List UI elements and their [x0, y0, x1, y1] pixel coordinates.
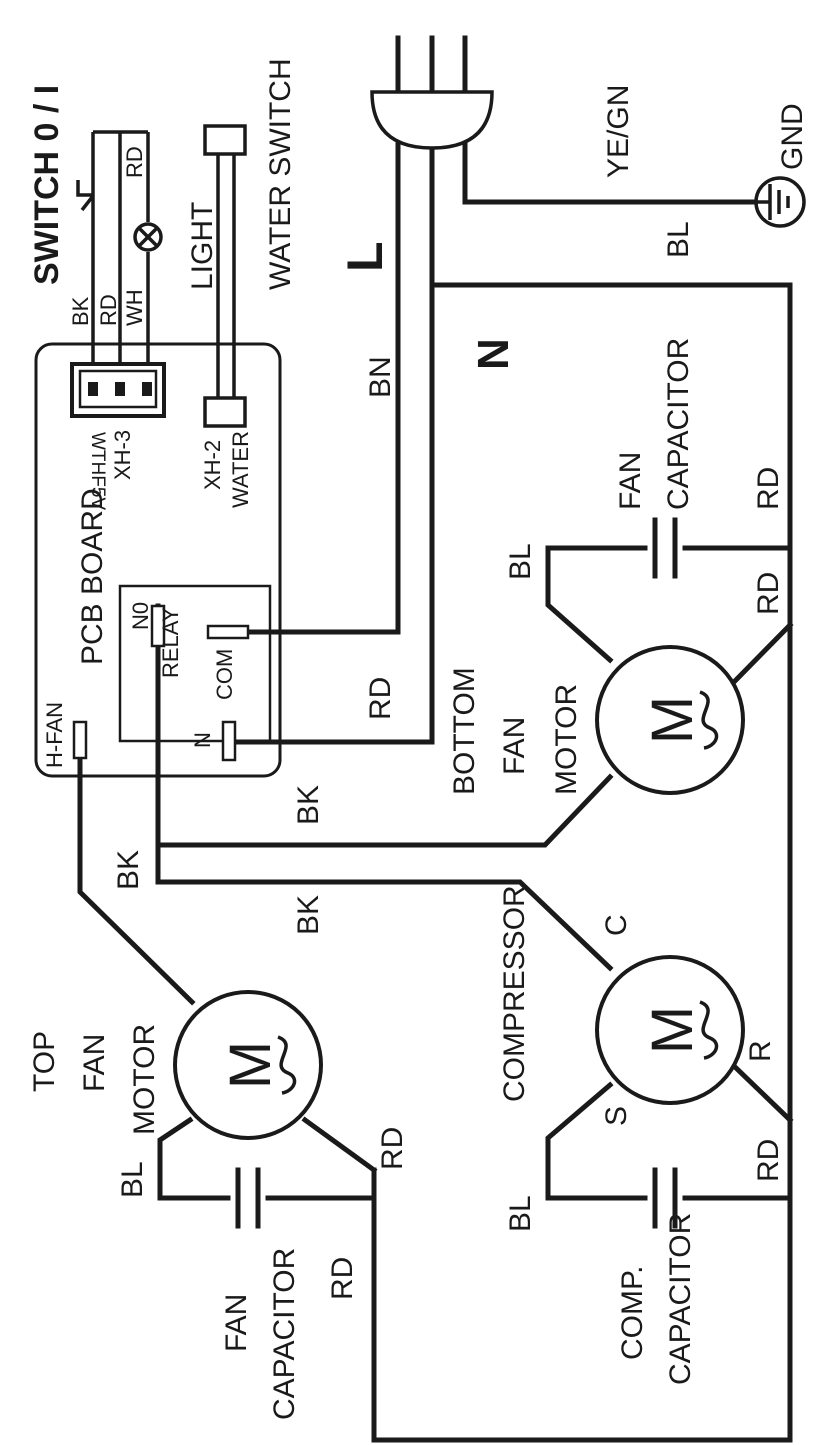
wire-bn: BN — [364, 356, 397, 398]
n-terminal — [221, 720, 237, 762]
switch-label: SWITCH 0 / I — [28, 85, 66, 285]
top-fan-capacitor-label-1: FAN — [220, 1294, 253, 1352]
wthf5v-label: WTHF5V — [87, 432, 108, 510]
plug-icon — [370, 90, 494, 150]
h-fan-label: H-FAN — [42, 702, 67, 768]
top-fan-capacitor-icon — [235, 1167, 261, 1229]
fan-capacitor-label-2: CAPACITOR — [662, 338, 695, 510]
xh2-label: XH-2 — [200, 440, 225, 490]
bottom-fan-label-1: BOTTOM — [448, 667, 481, 795]
compressor-label: COMPRESSOR — [498, 885, 531, 1102]
light-bulb-icon — [133, 222, 163, 252]
wire-bl-n: BL — [662, 221, 695, 258]
l-label: L — [337, 241, 393, 272]
bottom-fan-motor-icon: M — [595, 645, 745, 795]
wire-rd-comp: RD — [752, 1139, 785, 1182]
bottom-fan-capacitor-icon — [652, 517, 678, 579]
terminal-r-label: R — [744, 1040, 777, 1062]
wire-rd-top-motor: RD — [376, 1127, 409, 1170]
fan-capacitor-label-1: FAN — [614, 452, 647, 510]
pcb-board-label: PCB BOARD — [76, 488, 109, 665]
wire-bk-2: BK — [112, 850, 145, 890]
pcb-board — [34, 342, 282, 778]
comp-capacitor-icon — [652, 1167, 678, 1229]
relay-no-terminal — [150, 604, 166, 648]
xh3-label: XH-3 — [110, 430, 135, 480]
wires — [77, 35, 794, 1443]
compressor-motor-icon: M — [595, 955, 745, 1105]
ground-icon — [754, 176, 806, 228]
wire-bk-1: BK — [292, 785, 325, 825]
relay-no-label: N0 — [128, 602, 153, 630]
relay-com-label: COM — [212, 649, 237, 700]
gnd-label: GND — [776, 103, 809, 170]
water-switch-body — [203, 124, 247, 156]
terminal-s-label: S — [600, 1106, 633, 1126]
wire-wh-switch: WH — [122, 289, 147, 326]
bottom-fan-label-2: FAN — [498, 717, 531, 775]
wire-rd-light: RD — [122, 146, 147, 178]
n-terminal-label: N — [190, 732, 215, 748]
svg-text:M: M — [640, 696, 705, 744]
switch-contact-icon — [76, 180, 95, 212]
n-label: N — [469, 338, 518, 370]
top-fan-motor-icon: M — [173, 990, 323, 1140]
water-connector — [203, 396, 247, 428]
relay-label: RELAY — [158, 607, 183, 678]
wire-bl-comp: BL — [504, 1195, 537, 1232]
top-fan-capacitor-label-2: CAPACITOR — [268, 1248, 301, 1420]
relay-com-terminal — [206, 624, 250, 640]
svg-text:M: M — [640, 1006, 705, 1054]
top-fan-label-1: TOP — [28, 1031, 61, 1092]
svg-text:M: M — [218, 1041, 283, 1089]
water-switch-label: WATER SWITCH — [264, 58, 297, 290]
wire-rd-fan-cap: RD — [752, 467, 785, 510]
comp-capacitor-label-2: CAPACITOR — [664, 1213, 697, 1385]
top-fan-label-2: FAN — [78, 1034, 111, 1092]
wire-rd-switch: RD — [96, 294, 121, 326]
wire-rd-fan-motor: RD — [752, 572, 785, 615]
top-fan-label-3: MOTOR — [128, 1024, 161, 1135]
terminal-c-label: C — [600, 914, 633, 936]
comp-capacitor-label-1: COMP. — [616, 1266, 649, 1360]
wire-bl-top: BL — [116, 1161, 149, 1198]
h-fan-terminal — [72, 720, 88, 760]
wire-bl-fan-cap: BL — [504, 543, 537, 580]
xh3-connector — [70, 362, 166, 418]
wire-bk-3: BK — [292, 895, 325, 935]
light-label: LIGHT — [186, 202, 219, 290]
wire-rd-top-cap: RD — [326, 1257, 359, 1300]
water-label: WATER — [228, 431, 253, 508]
wire-bk-switch: BK — [68, 296, 93, 326]
wire-rd-n: RD — [364, 677, 397, 720]
relay-box — [118, 584, 272, 743]
ye-gn-label: YE/GN — [602, 85, 635, 178]
bottom-fan-label-3: MOTOR — [550, 684, 583, 795]
labels: SWITCH 0 / I LIGHT WATER SWITCH L N YE/G… — [28, 58, 809, 1420]
